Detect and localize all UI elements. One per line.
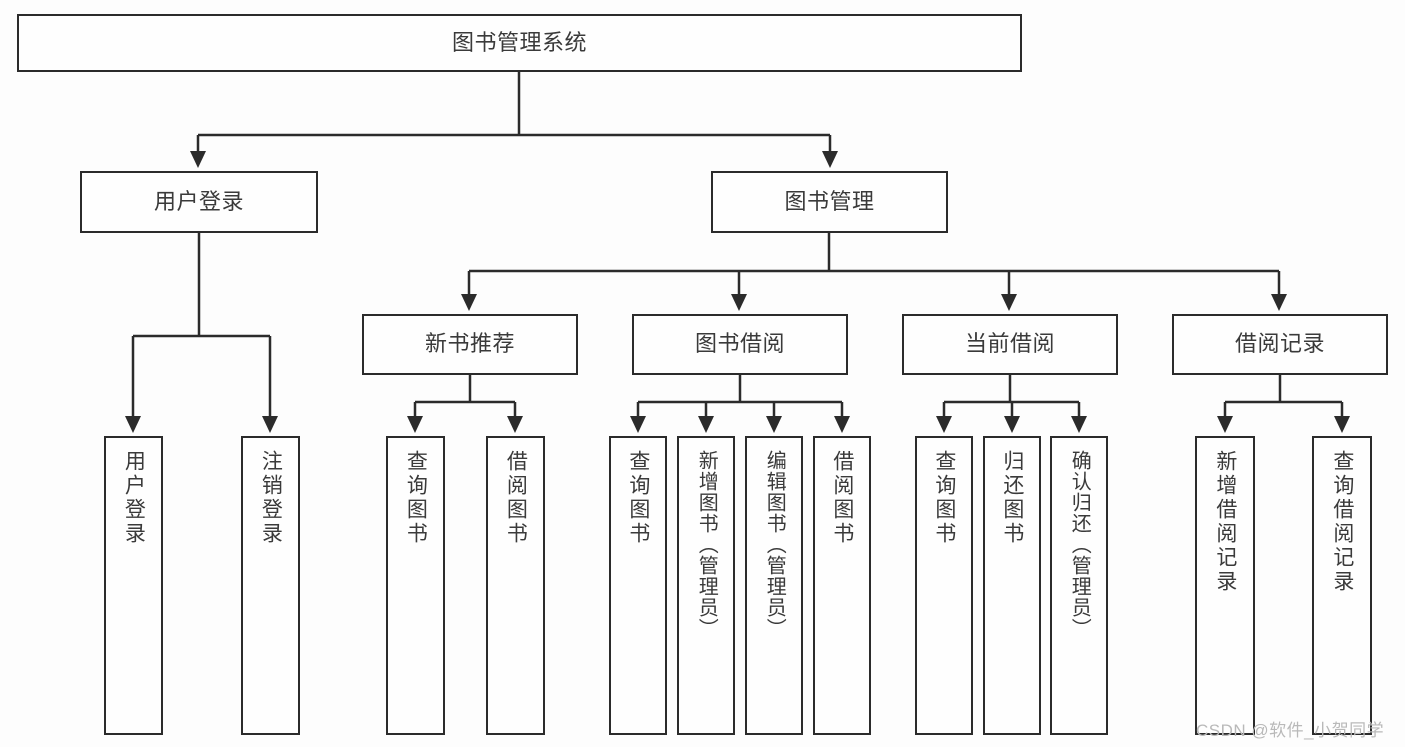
arrowhead-icon <box>407 416 423 433</box>
arrowhead-icon <box>1001 294 1017 311</box>
arrowhead-icon <box>834 416 850 433</box>
node-label: 注销登录 <box>259 450 283 546</box>
node-n-book-borrow[interactable]: 图书借阅 <box>632 314 848 375</box>
arrowhead-icon <box>507 416 523 433</box>
arrowhead-icon <box>1217 416 1233 433</box>
node-label: 新增借阅记录 <box>1213 450 1237 594</box>
node-label: 确认归还（管理员） <box>1068 450 1091 639</box>
node-label: 查询图书 <box>404 450 428 546</box>
arrowhead-icon <box>1071 416 1087 433</box>
arrowhead-icon <box>698 416 714 433</box>
node-n-user-login[interactable]: 用户登录 <box>80 171 318 233</box>
node-l-query-book-2[interactable]: 查询图书 <box>609 436 667 735</box>
node-label: 用户登录 <box>122 450 146 546</box>
node-n-new-book-rec[interactable]: 新书推荐 <box>362 314 578 375</box>
node-l-borrow-book-1[interactable]: 借阅图书 <box>486 436 545 735</box>
connector-group <box>125 72 1350 433</box>
node-l-query-record[interactable]: 查询借阅记录 <box>1312 436 1372 735</box>
node-n-current-borrow[interactable]: 当前借阅 <box>902 314 1118 375</box>
node-l-query-book-1[interactable]: 查询图书 <box>386 436 445 735</box>
arrowhead-icon <box>190 151 206 168</box>
node-label: 图书管理系统 <box>451 29 587 55</box>
arrowhead-icon <box>125 416 141 433</box>
node-label: 查询图书 <box>932 450 956 546</box>
arrowhead-icon <box>936 416 952 433</box>
node-n-book-manage[interactable]: 图书管理 <box>711 171 948 233</box>
node-label: 查询借阅记录 <box>1330 450 1354 594</box>
node-l-logout[interactable]: 注销登录 <box>241 436 300 735</box>
node-label: 用户登录 <box>153 188 244 214</box>
node-l-confirm-return[interactable]: 确认归还（管理员） <box>1050 436 1108 735</box>
node-root[interactable]: 图书管理系统 <box>17 14 1022 72</box>
arrowhead-icon <box>461 294 477 311</box>
node-l-return-book[interactable]: 归还图书 <box>983 436 1041 735</box>
arrowhead-icon <box>766 416 782 433</box>
arrowhead-icon <box>731 294 747 311</box>
node-label: 编辑图书（管理员） <box>763 450 786 639</box>
node-l-edit-book[interactable]: 编辑图书（管理员） <box>745 436 803 735</box>
node-label: 当前借阅 <box>964 331 1055 357</box>
node-label: 借阅图书 <box>504 450 528 546</box>
arrowhead-icon <box>1334 416 1350 433</box>
node-label: 新书推荐 <box>424 331 515 357</box>
node-l-borrow-book-2[interactable]: 借阅图书 <box>813 436 871 735</box>
node-l-query-book-3[interactable]: 查询图书 <box>915 436 973 735</box>
arrowhead-icon <box>1004 416 1020 433</box>
arrowhead-icon <box>630 416 646 433</box>
node-n-borrow-record[interactable]: 借阅记录 <box>1172 314 1388 375</box>
node-l-user-login[interactable]: 用户登录 <box>104 436 163 735</box>
node-label: 图书借阅 <box>694 331 785 357</box>
node-label: 查询图书 <box>626 450 650 546</box>
node-label: 新增图书（管理员） <box>695 450 718 639</box>
node-l-add-record[interactable]: 新增借阅记录 <box>1195 436 1255 735</box>
node-label: 图书管理 <box>784 188 875 214</box>
arrowhead-icon <box>822 151 838 168</box>
arrowhead-icon <box>1271 294 1287 311</box>
node-label: 借阅图书 <box>830 450 854 546</box>
arrowhead-icon <box>262 416 278 433</box>
node-label: 借阅记录 <box>1234 331 1325 357</box>
node-label: 归还图书 <box>1000 450 1024 546</box>
node-l-add-book[interactable]: 新增图书（管理员） <box>677 436 735 735</box>
